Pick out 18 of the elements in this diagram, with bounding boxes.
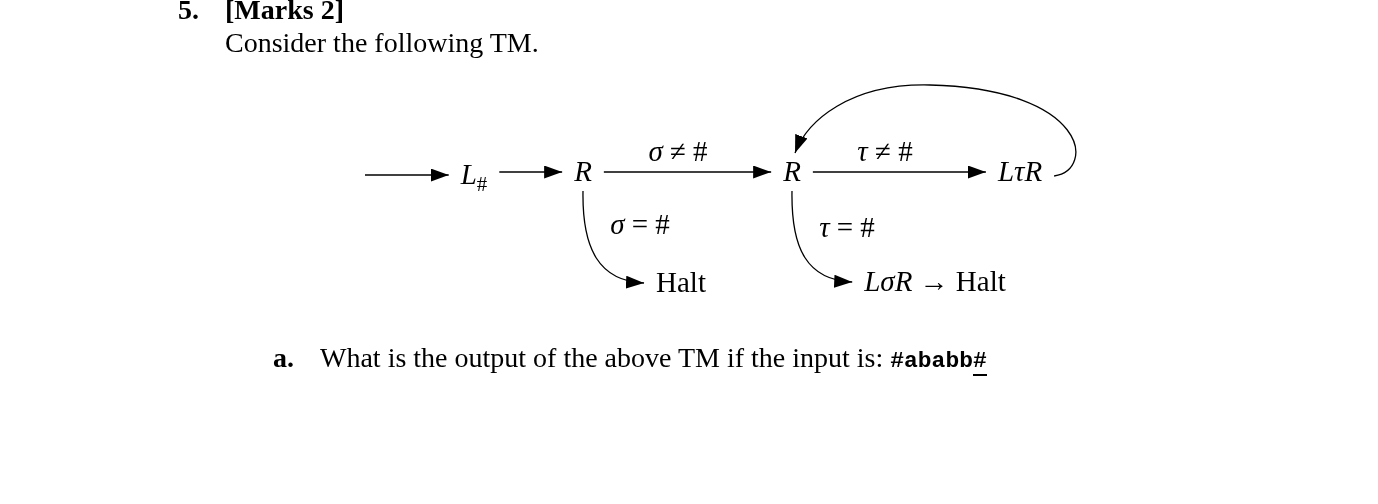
arrow xyxy=(794,84,1077,177)
halt-state: Halt xyxy=(644,264,718,302)
machine-sequence: LσR → Halt xyxy=(852,263,1018,301)
arrow xyxy=(582,190,645,288)
question-text: What is the output of the above TM if the input is: #ababb# xyxy=(320,342,987,375)
arrow xyxy=(364,168,450,182)
question-number: 5. xyxy=(178,0,199,27)
arrow xyxy=(603,165,772,179)
part-label: a. xyxy=(273,342,294,375)
machine-symbol: R xyxy=(771,153,813,191)
instruction-text: Consider the following TM. xyxy=(225,27,539,60)
machine-symbol: LτR xyxy=(985,153,1055,191)
arrow xyxy=(791,190,853,287)
arrow xyxy=(812,165,987,179)
marks-heading: [Marks 2] xyxy=(225,0,344,27)
machine-symbol: L$_{#}$ xyxy=(448,156,500,194)
arrow xyxy=(498,165,563,179)
machine-symbol: R xyxy=(562,153,604,191)
